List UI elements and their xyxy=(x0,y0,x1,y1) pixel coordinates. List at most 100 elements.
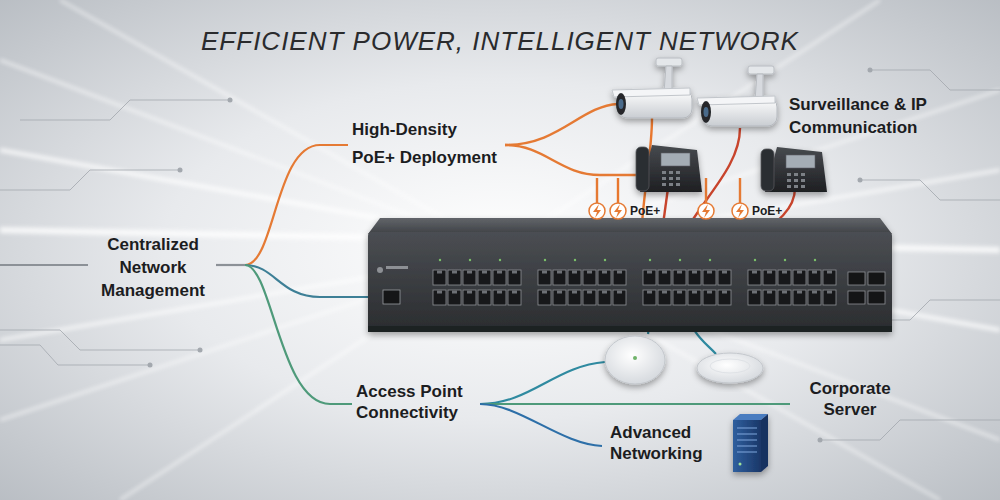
management-wires xyxy=(216,264,245,266)
ip-phone xyxy=(662,171,680,186)
poe-badge xyxy=(702,204,710,218)
access-point xyxy=(605,336,665,384)
ip-phone xyxy=(669,171,673,174)
sfp-ports xyxy=(868,272,885,285)
sfp-ports xyxy=(848,291,865,304)
management-wires xyxy=(0,264,88,266)
access-point xyxy=(710,359,750,373)
ip-phone xyxy=(794,185,798,188)
light-rays xyxy=(60,0,940,500)
management-wires xyxy=(0,145,383,404)
feature-label: High-Density PoE+ Deployment xyxy=(352,116,500,172)
ip-camera xyxy=(704,107,709,117)
switch xyxy=(368,218,892,234)
sfp-ports xyxy=(848,272,865,285)
poe-badge xyxy=(698,203,748,219)
circuit-traces xyxy=(0,70,1000,440)
poe-badge xyxy=(589,203,605,219)
ip-phone xyxy=(794,179,798,182)
poe-badge xyxy=(732,203,748,219)
circuit-traces xyxy=(0,330,200,350)
console-port xyxy=(377,266,408,304)
ip-camera xyxy=(612,58,692,118)
access-point xyxy=(633,356,637,360)
sfp-ports xyxy=(848,272,885,304)
ip-phone xyxy=(669,183,673,186)
status-leds xyxy=(814,259,816,261)
ip-phone xyxy=(676,183,680,186)
status-leds xyxy=(709,259,711,261)
server-tower xyxy=(737,428,757,452)
status-leds xyxy=(679,259,681,261)
circuit-nodes xyxy=(178,168,183,173)
circuit-traces xyxy=(20,100,230,120)
ip-phone xyxy=(669,177,673,180)
access-point xyxy=(697,353,763,383)
status-leds xyxy=(439,259,441,261)
circuit-nodes xyxy=(858,178,863,183)
light-rays xyxy=(0,60,1000,440)
ip-camera xyxy=(748,66,774,74)
management-wires xyxy=(245,145,348,265)
switch-ports xyxy=(537,268,627,308)
server-tower xyxy=(737,446,757,447)
access-wires xyxy=(480,404,602,446)
feature-label: Corporate Server xyxy=(790,378,910,420)
server-tower xyxy=(739,463,742,466)
ip-phone xyxy=(794,173,798,176)
poe-badge xyxy=(698,203,714,219)
circuit-nodes xyxy=(148,363,153,368)
access-wires xyxy=(480,362,605,404)
poe-badge-label: PoE+ xyxy=(752,203,792,219)
ip-camera xyxy=(697,66,777,126)
server-tower xyxy=(737,434,757,435)
console-port xyxy=(383,290,400,304)
switch-ports xyxy=(432,268,837,308)
ip-phone xyxy=(662,177,666,180)
ip-phone xyxy=(761,147,827,192)
circuit-nodes xyxy=(818,438,823,443)
status-leds xyxy=(784,259,786,261)
circuit-traces xyxy=(0,345,150,365)
server-tower xyxy=(737,428,757,429)
server-tower xyxy=(737,452,757,453)
switch xyxy=(368,218,892,332)
switch-ports xyxy=(432,268,522,308)
circuit-traces xyxy=(820,420,1000,440)
ip-phone xyxy=(676,171,680,174)
ip-phone xyxy=(787,179,791,182)
poe-wires xyxy=(505,145,640,175)
management-wires xyxy=(245,265,352,404)
status-leds xyxy=(544,259,546,261)
feature-label: Access Point Connectivity xyxy=(356,381,491,423)
feature-label: Advanced Networking xyxy=(610,422,732,464)
server-tower xyxy=(733,420,761,472)
poe-badge xyxy=(614,204,622,218)
status-leds xyxy=(754,259,756,261)
status-leds xyxy=(649,259,651,261)
feature-label: Surveillance & IP Communication xyxy=(789,93,951,139)
light-rays xyxy=(0,90,1000,420)
ip-phone xyxy=(801,179,805,182)
console-port xyxy=(377,267,383,273)
access-wires xyxy=(480,403,790,405)
status-leds xyxy=(604,259,606,261)
poe-badge xyxy=(610,203,626,219)
switch xyxy=(368,326,892,332)
server-tower xyxy=(733,414,768,472)
ip-phone xyxy=(662,171,666,174)
ip-camera xyxy=(701,101,711,123)
circuit-nodes xyxy=(228,98,233,103)
server-tower xyxy=(737,440,757,441)
ip-camera xyxy=(616,93,626,115)
circuit-traces xyxy=(860,180,1000,200)
ip-phone xyxy=(801,173,805,176)
access-point xyxy=(605,336,665,384)
poe-wires xyxy=(505,104,618,145)
switch-ports xyxy=(642,268,732,308)
diagram-title: EFFICIENT POWER, INTELLIGENT NETWORK xyxy=(0,26,1000,57)
